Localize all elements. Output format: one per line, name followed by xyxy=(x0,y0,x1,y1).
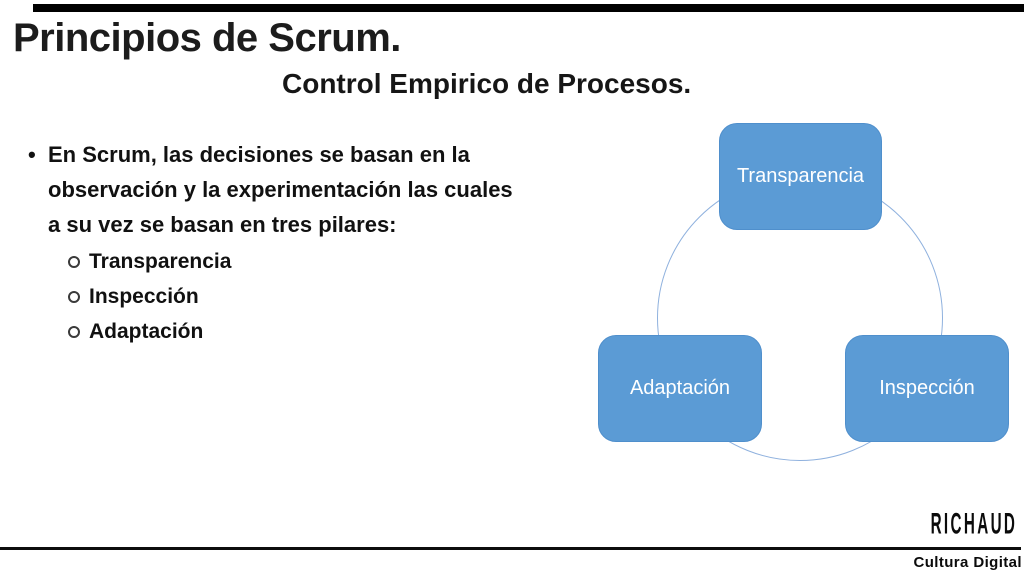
bullet-icon: • xyxy=(28,142,36,167)
sub-bullet-item: Adaptación xyxy=(68,314,231,349)
bullet-text-line: a su vez se basan en tres pilares: xyxy=(48,212,397,237)
circle-bullet-icon xyxy=(68,255,80,268)
circle-bullet-icon xyxy=(68,325,80,338)
slide-subtitle: Control Empirico de Procesos. xyxy=(282,68,692,99)
sub-bullet-label: Inspección xyxy=(89,284,199,308)
diagram-node-transparencia: Transparencia xyxy=(719,123,882,230)
bullet-text: En Scrum, las decisiones se basan en la … xyxy=(48,137,513,242)
sub-bullet-item: Transparencia xyxy=(68,244,231,279)
diagram-node-inspeccion: Inspección xyxy=(845,335,1009,442)
sub-bullet-list: Transparencia Inspección Adaptación xyxy=(68,244,231,349)
sub-bullet-label: Transparencia xyxy=(89,249,232,273)
main-bullet: • En Scrum, las decisiones se basan en l… xyxy=(28,137,513,242)
sub-bullet-label: Adaptación xyxy=(89,319,204,343)
footer-divider xyxy=(0,547,1021,550)
diagram-node-adaptacion: Adaptación xyxy=(598,335,762,442)
brand-logo: RICHAUD xyxy=(930,509,1017,541)
top-accent-bar xyxy=(33,4,1024,12)
bullet-text-line: En Scrum, las decisiones se basan en la xyxy=(48,142,470,167)
slide-title: Principios de Scrum. xyxy=(13,16,401,60)
brand-tagline: Cultura Digital xyxy=(913,554,1022,571)
bullet-text-line: observación y la experimentación las cua… xyxy=(48,177,513,202)
sub-bullet-item: Inspección xyxy=(68,279,231,314)
circle-bullet-icon xyxy=(68,290,80,303)
